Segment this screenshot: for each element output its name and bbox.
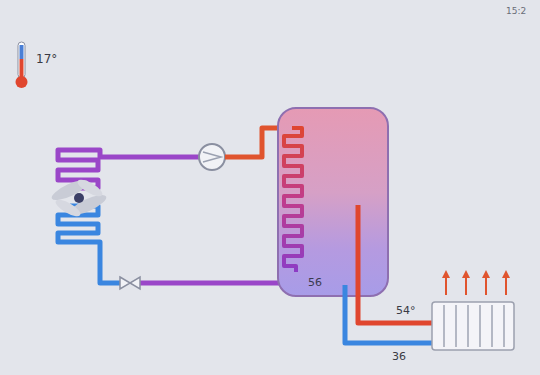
temperature-value: 56 xyxy=(308,276,322,289)
return-pipe-cold xyxy=(345,285,432,343)
outdoor-temperature: 17° xyxy=(36,52,57,66)
expansion-valve xyxy=(120,277,140,289)
clock-time: 15:2 xyxy=(506,6,526,16)
fan-symbol xyxy=(49,176,108,219)
tank-box: 56 xyxy=(278,108,388,296)
condenser-coil xyxy=(284,128,302,272)
thermometer-icon xyxy=(16,42,28,88)
compressor-symbol xyxy=(199,144,225,170)
return-temperature: 36 xyxy=(392,350,406,363)
liquid-pipe xyxy=(140,272,296,283)
storage-tank xyxy=(278,108,388,296)
flow-pipe-hot xyxy=(358,205,432,323)
radiator-symbol xyxy=(432,302,514,350)
evaporator-coil-cold xyxy=(58,206,120,283)
heat-arrows xyxy=(442,270,510,295)
compressor-mark xyxy=(203,152,221,162)
flow-temperature: 54° xyxy=(396,304,416,317)
